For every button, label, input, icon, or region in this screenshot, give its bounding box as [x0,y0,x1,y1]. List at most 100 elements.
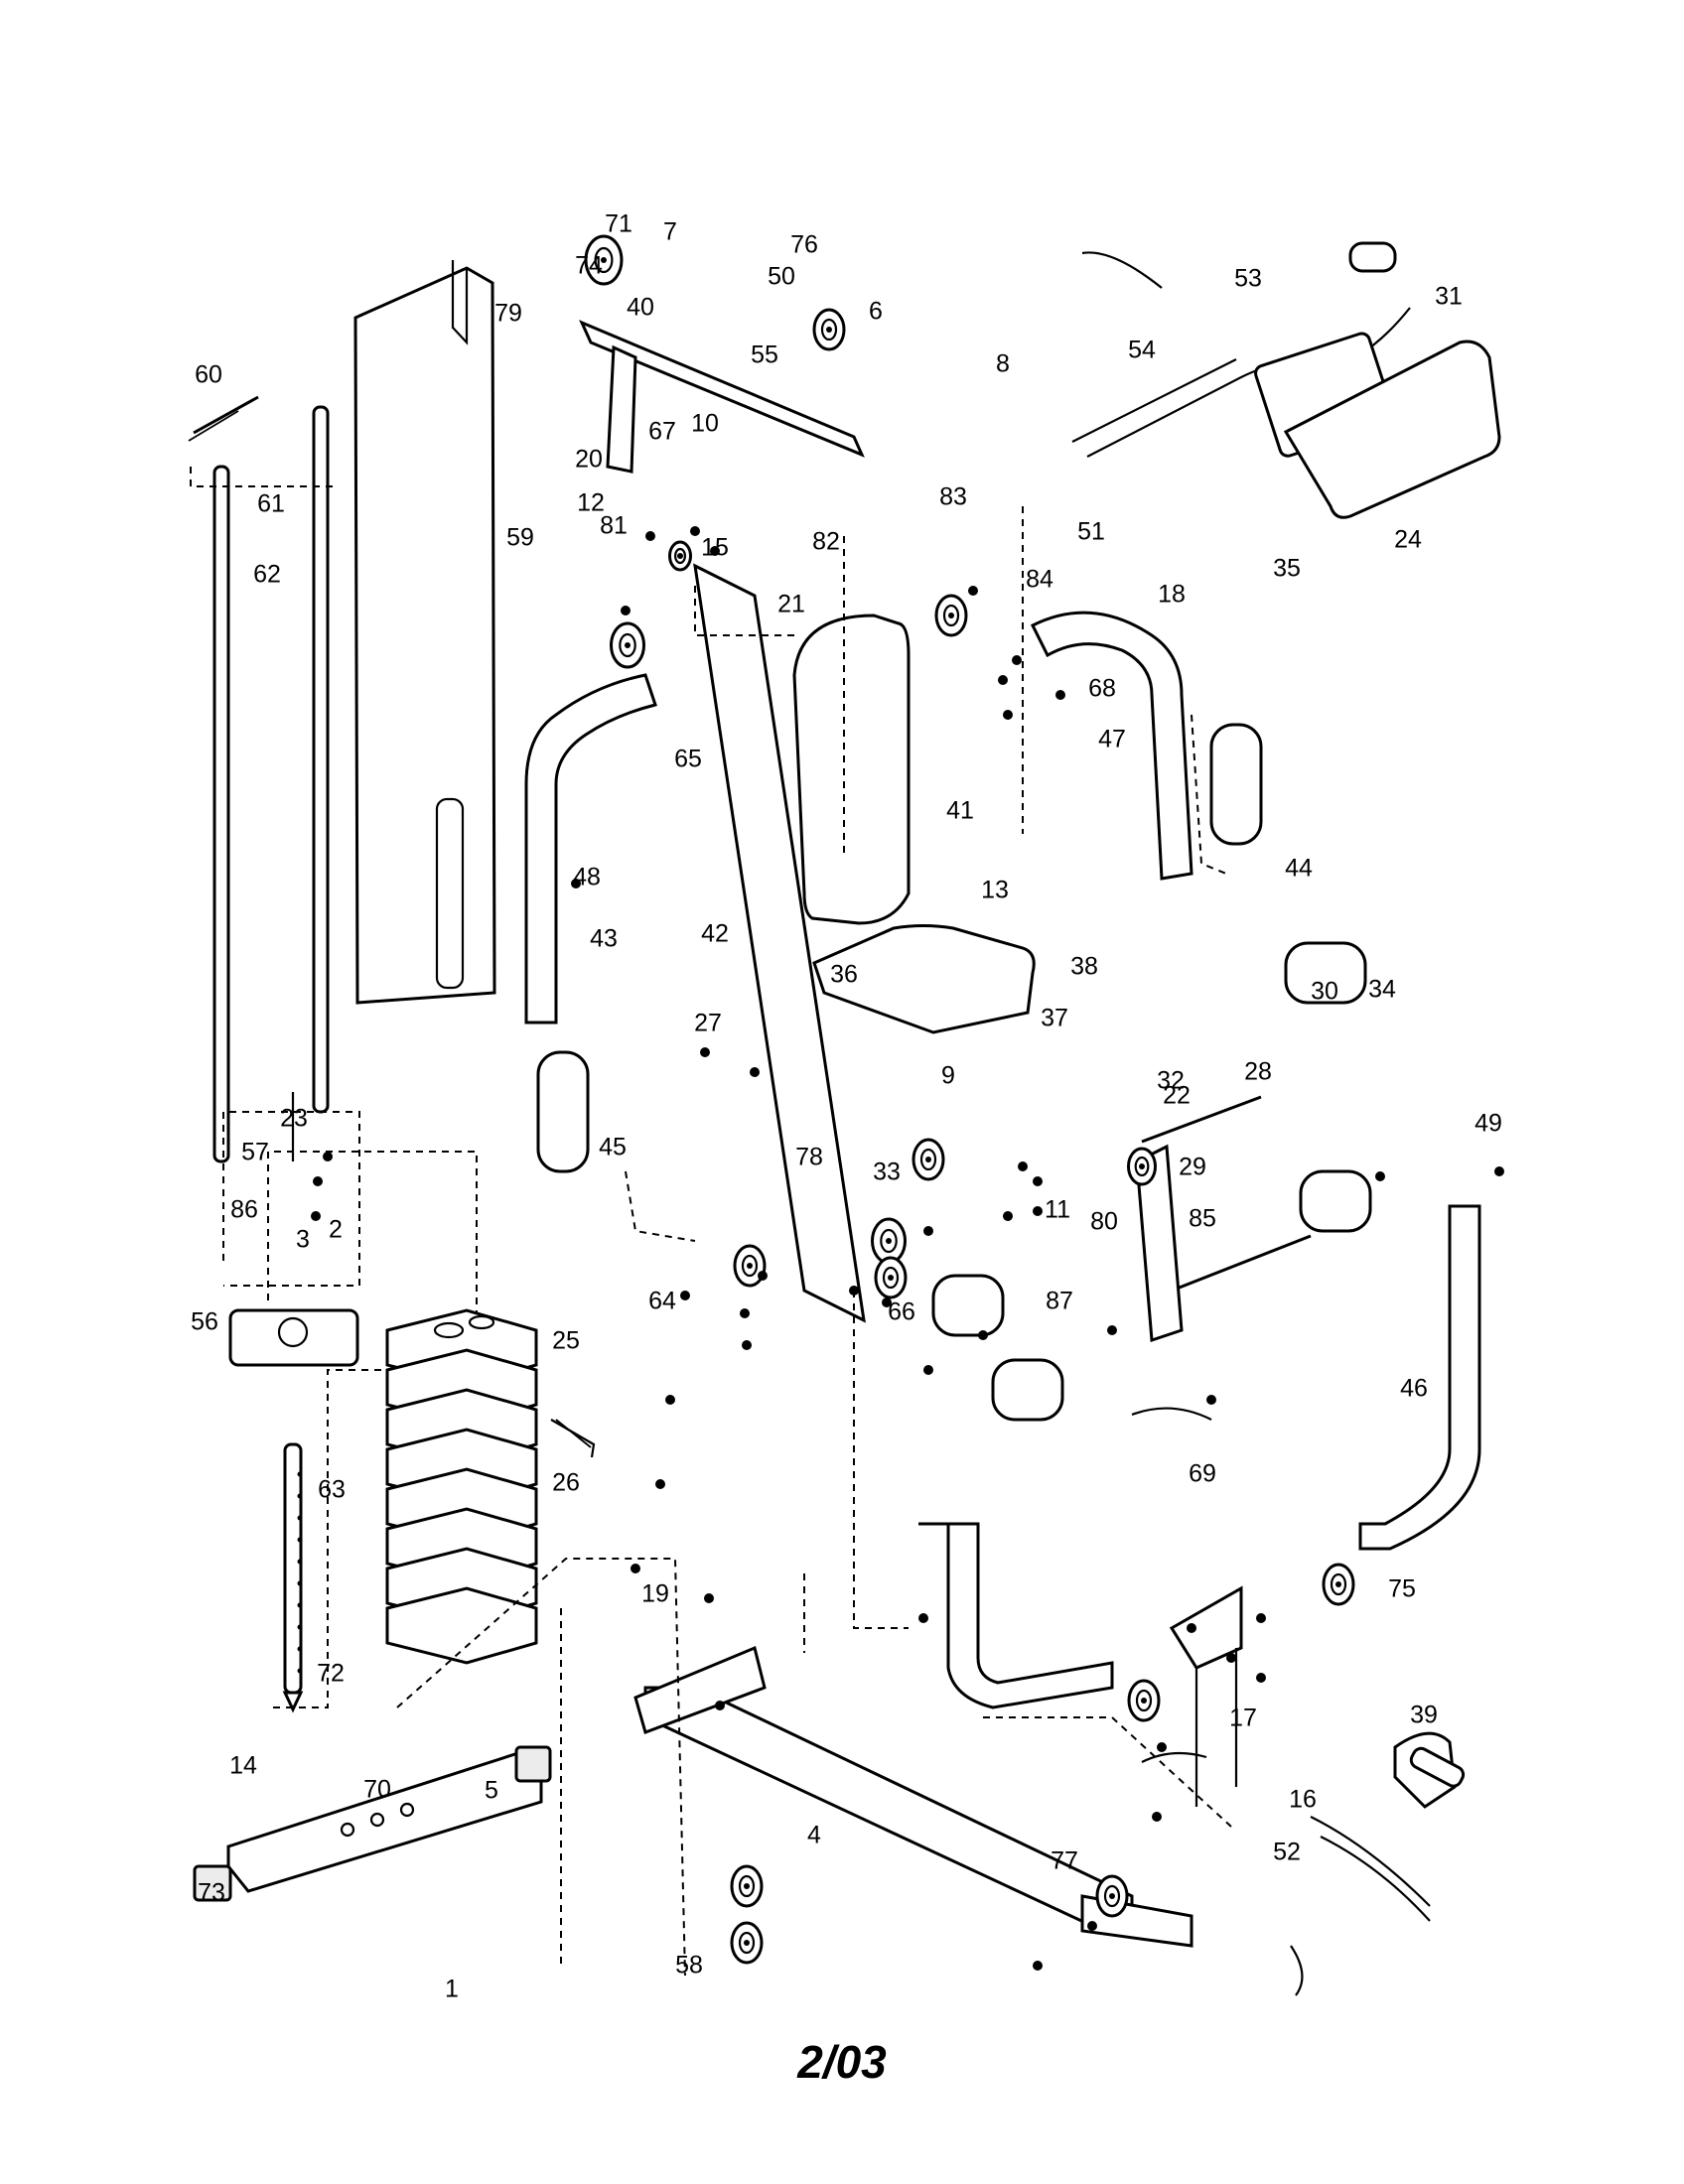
bolt [700,1047,710,1057]
bolt [1055,690,1065,700]
callout-label: 12 [577,489,605,517]
bolt [1226,1653,1236,1663]
callout-label: 46 [1400,1375,1428,1403]
callout-label: 9 [941,1062,955,1090]
bolt [923,1226,933,1236]
callout-label: 10 [691,410,719,438]
callout-label: 80 [1090,1208,1118,1236]
rod-hole [297,1602,303,1608]
callout-label: 55 [751,341,778,369]
pulley [1095,1874,1129,1918]
callout-label: 64 [648,1288,676,1315]
callout-label: 75 [1388,1575,1416,1603]
seat-pad [812,924,1036,1034]
callout-label: 19 [641,1580,669,1608]
callout-label: 56 [191,1308,218,1336]
base-pulley-bracket [1169,1585,1243,1807]
callout-label: 7 [663,218,677,246]
pulley [812,308,846,351]
rod-hole [297,1668,303,1674]
rod-hole [297,1624,303,1630]
dashed-connectors [396,506,1232,1977]
callout-label: 40 [627,294,654,322]
callout-label: 67 [648,418,676,446]
bolt [311,1211,321,1221]
bolt [323,1152,333,1161]
callout-label: 65 [674,746,702,773]
callout-label: 24 [1394,526,1422,554]
callout-label: 1 [445,1976,459,2003]
selector-rod [282,1092,304,1713]
callout-label: 63 [318,1476,346,1504]
callout-label: 21 [777,591,805,618]
bolt [882,1297,892,1307]
bolt [750,1067,760,1077]
bolt [1033,1206,1043,1216]
bolt [665,1395,675,1405]
callout-label: 48 [573,864,601,891]
bolt [645,531,655,541]
callout-label: 13 [981,877,1009,904]
callout-label: 28 [1244,1058,1272,1086]
callout-label: 45 [599,1134,627,1161]
callout-label: 33 [873,1159,901,1186]
callout-label: 43 [590,925,618,953]
callout-label: 35 [1273,555,1301,583]
rod-hole [297,1646,303,1652]
callout-label: 22 [1163,1082,1191,1110]
callout-label: 62 [253,561,281,589]
bolt [742,1340,752,1350]
callout-label: 49 [1474,1110,1502,1138]
callout-label: 3 [296,1226,310,1254]
bolt [1003,1211,1013,1221]
rod-hole [297,1471,303,1477]
leg-lever [1135,1144,1184,1343]
callout-label: 25 [552,1327,580,1355]
bolt [313,1176,323,1186]
callout-label: 2 [329,1216,343,1244]
bolt [1012,655,1022,665]
callout-label: 60 [195,361,222,389]
pulley [934,594,968,637]
callout-label: 11 [1045,1196,1070,1224]
callout-label: 66 [888,1298,915,1326]
callout-label: 5 [485,1777,498,1805]
callout-label: 78 [795,1144,823,1171]
weight-plate [385,1586,538,1665]
pulley [733,1244,767,1288]
bolt [1087,1921,1097,1931]
pulley [1127,1147,1157,1186]
bolt [1206,1395,1216,1405]
pulley [1322,1563,1355,1606]
guide-rods [188,405,330,1163]
rod-hole [297,1515,303,1521]
callout-label: 37 [1041,1005,1068,1032]
bolt [680,1291,690,1300]
callout-label: 30 [1311,978,1338,1006]
callout-label: 23 [280,1105,308,1133]
callout-label: 17 [1229,1705,1257,1732]
bolt [1152,1812,1162,1822]
callout-label: 41 [946,797,974,825]
callout-label: 76 [790,231,818,259]
callout-label: 31 [1435,283,1463,311]
bolt [621,606,631,615]
callout-label: 47 [1098,726,1126,753]
bolt [710,546,720,556]
bolt [1018,1161,1028,1171]
callout-label: 34 [1368,976,1396,1004]
callout-label: 86 [230,1196,258,1224]
callout-label: 69 [1189,1460,1216,1488]
callout-label: 84 [1026,566,1053,594]
pulley [730,1864,764,1908]
bolt [655,1479,665,1489]
bolt [1494,1166,1504,1176]
callout-label: 68 [1088,675,1116,703]
callout-label: 36 [830,961,858,989]
rod-hole [297,1493,303,1499]
callout-label: 58 [675,1952,703,1979]
bolt [923,1365,933,1375]
bolt [715,1701,725,1710]
callout-label: 44 [1285,855,1313,883]
bolt [978,1330,988,1340]
